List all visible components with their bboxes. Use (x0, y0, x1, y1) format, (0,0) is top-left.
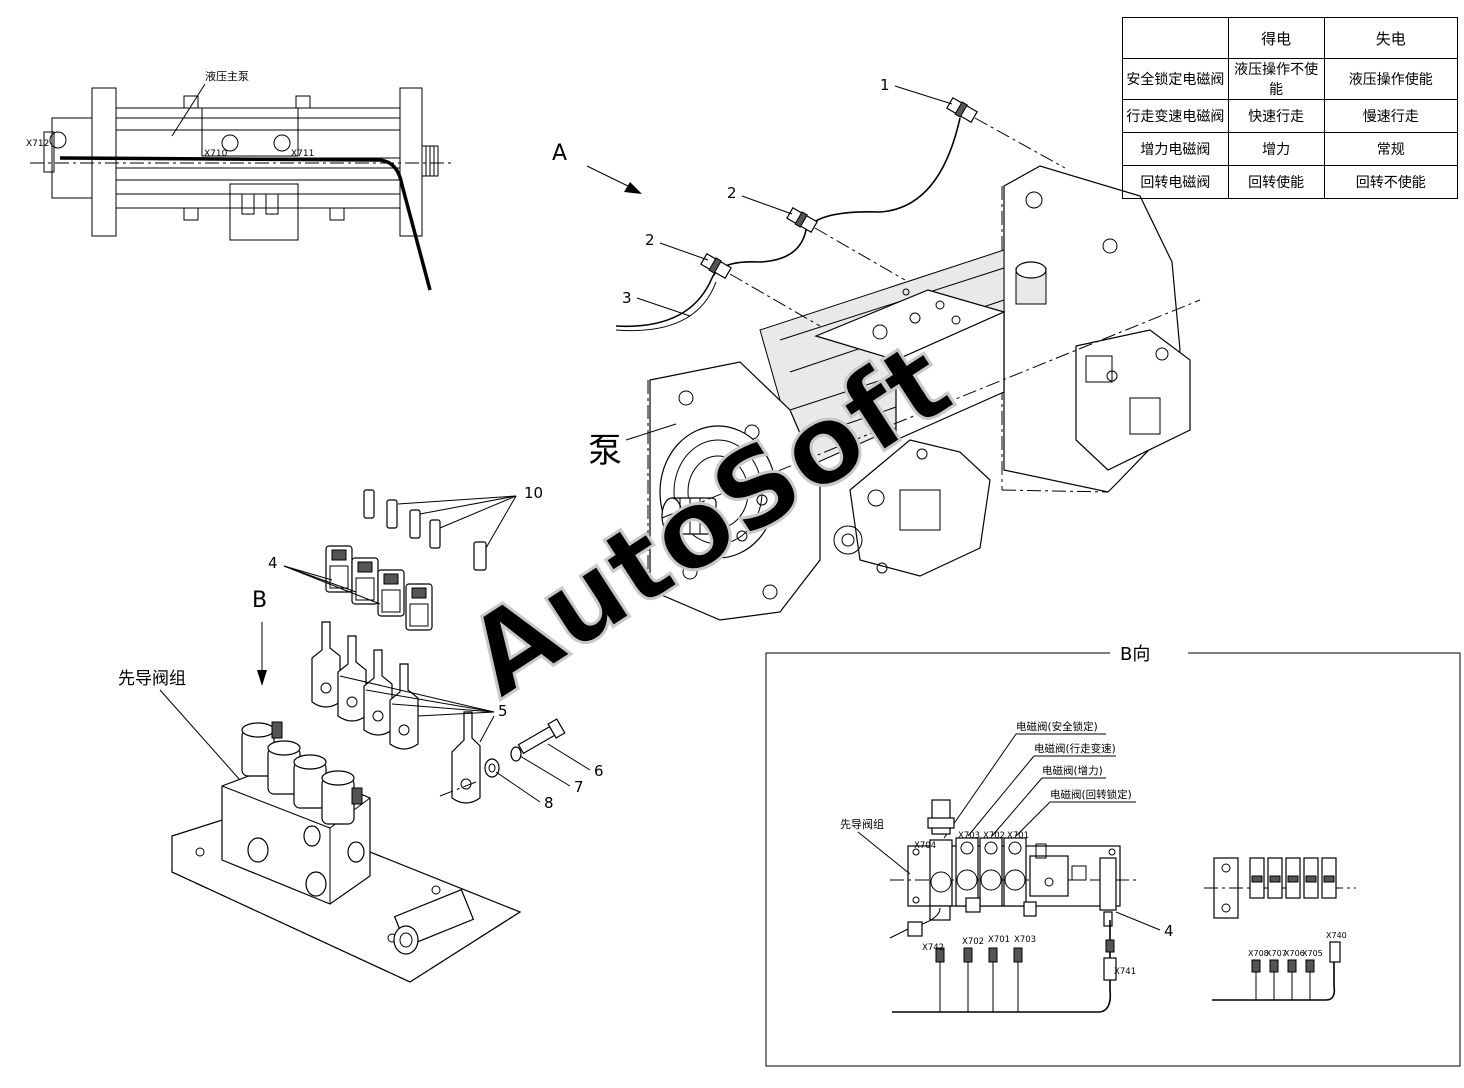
table-header-row: 得电 失电 (1122, 17, 1459, 59)
callout-3: 3 (622, 289, 632, 307)
table-header-de-energized: 失电 (1323, 17, 1459, 59)
table-cell: 安全锁定电磁阀 (1122, 58, 1229, 100)
port-x705: X705 (1302, 949, 1323, 958)
port-label-x710: X710 (204, 149, 228, 159)
port-x702: X702 (983, 831, 1005, 841)
connectors-5: 4 (268, 545, 433, 631)
bolt-washers: 6 7 8 (484, 718, 604, 812)
port-x704: X704 (914, 841, 936, 851)
callout-10: 10 (524, 484, 543, 502)
pilot-valve-group: 先导阀组 (118, 669, 522, 983)
port-x742: X742 (922, 943, 944, 953)
view-b-indicator: B (252, 588, 267, 686)
table-cell: 快速行走 (1227, 99, 1325, 133)
callout-2a: 2 (727, 184, 737, 202)
table-cell: 液压操作不使能 (1227, 58, 1325, 100)
port-x741: X741 (1114, 967, 1136, 977)
table-cell: 增力 (1227, 132, 1325, 166)
callout-7: 6 (594, 762, 604, 780)
port-x708: X708 (1248, 949, 1269, 958)
table-cell: 增力电磁阀 (1122, 132, 1229, 166)
table-header-energized: 得电 (1227, 17, 1325, 59)
port-x702-lower: X702 (962, 937, 984, 947)
table-cell: 慢速行走 (1323, 99, 1459, 133)
sensor-1 (946, 96, 978, 124)
port-x703-lower: X703 (1014, 935, 1036, 945)
port-label-x712: X712 (26, 139, 49, 149)
callout-9: 8 (544, 794, 554, 812)
table-header-cell (1122, 17, 1229, 59)
view-a-label: A (552, 141, 567, 166)
valve-label-safety-lock: 电磁阀(安全锁定) (1016, 720, 1098, 733)
table-cell: 行走变速电磁阀 (1122, 99, 1229, 133)
table-cell: 常规 (1323, 132, 1459, 166)
table-cell: 液压操作使能 (1323, 58, 1459, 100)
port-x701: X701 (1007, 831, 1029, 841)
table-cell: 回转电磁阀 (1122, 165, 1229, 199)
callout-4: 4 (1164, 922, 1174, 940)
table-cell: 回转使能 (1227, 165, 1325, 199)
pins-10: 10 (363, 484, 543, 571)
detail-pilot-group-label: 先导阀组 (840, 817, 884, 831)
sensor-2a (786, 206, 818, 234)
callout-8: 7 (574, 778, 584, 796)
sensor-harness: 1 2 2 3 (615, 76, 1066, 332)
table-row: 增力电磁阀 增力 常规 (1122, 132, 1459, 166)
view-a-indicator: A (552, 141, 642, 194)
valve-label-boost: 电磁阀(增力) (1042, 764, 1103, 777)
mini-valve-row (1249, 857, 1337, 899)
main-pump-label: 液压主泵 (205, 69, 249, 83)
table-row: 行走变速电磁阀 快速行走 慢速行走 (1122, 99, 1459, 133)
port-x703: X703 (958, 831, 980, 841)
detail-b-view: B向 电磁阀(安全锁定) 电磁阀(行走变速) 电磁阀(增力) 电磁阀(回转锁定) (765, 644, 1461, 1067)
port-label-x711: X711 (291, 149, 314, 159)
view-b-label: B (252, 588, 267, 613)
pump-label: 泵 (588, 431, 622, 471)
table-cell: 回转不使能 (1323, 165, 1459, 199)
valve-label-swing-lock: 电磁阀(回转锁定) (1050, 788, 1132, 801)
sensor-2b (700, 252, 732, 280)
main-pump-assembly: 泵 (588, 165, 1201, 621)
callout-5: 4 (268, 554, 278, 572)
port-x707: X707 (1266, 949, 1287, 958)
valve-label-travel-speed: 电磁阀(行走变速) (1034, 742, 1116, 755)
pilot-group-label: 先导阀组 (118, 669, 186, 689)
port-x706: X706 (1284, 949, 1305, 958)
top-left-pump-view: 液压主泵 X712 X710 X711 (26, 69, 452, 291)
detail-b-title: B向 (1120, 644, 1150, 665)
callout-6: 5 (498, 702, 508, 720)
port-x740: X740 (1326, 931, 1347, 940)
solenoid-state-table: 得电 失电 安全锁定电磁阀 液压操作不使能 液压操作使能 行走变速电磁阀 快速行… (1122, 17, 1459, 199)
table-row: 安全锁定电磁阀 液压操作不使能 液压操作使能 (1122, 58, 1459, 100)
valve-stack (929, 837, 1087, 907)
callout-1: 1 (880, 76, 890, 94)
callout-2b: 2 (645, 231, 655, 249)
port-x701-lower: X701 (988, 935, 1010, 945)
table-row: 回转电磁阀 回转使能 回转不使能 (1122, 165, 1459, 199)
brackets-6: 5 (311, 621, 508, 804)
